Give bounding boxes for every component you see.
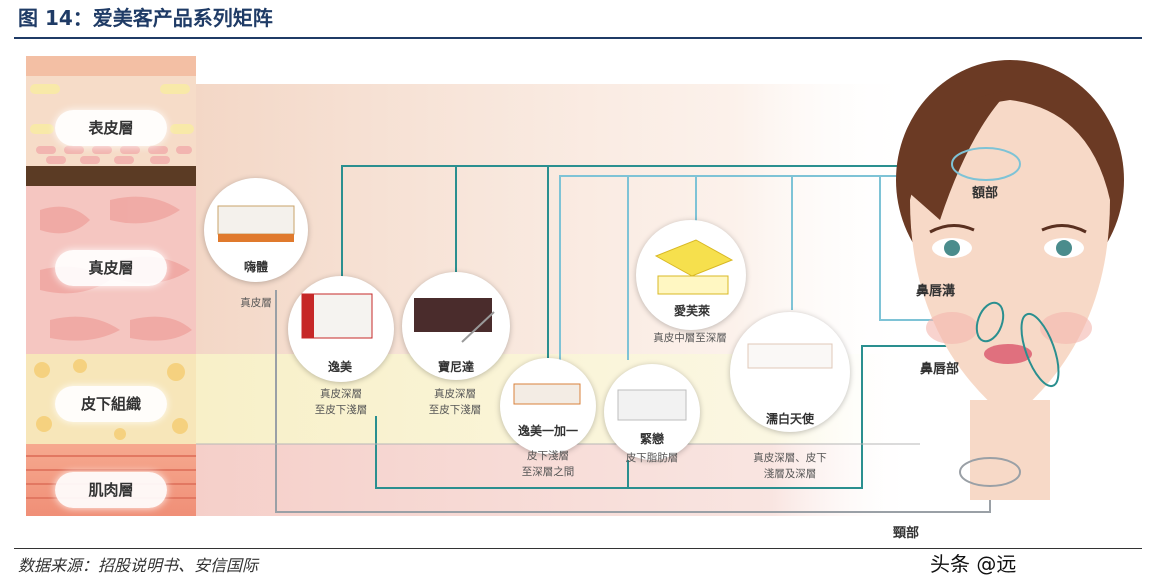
product-box-icon [414,298,495,343]
product-circle-yimei-plus [500,358,596,454]
product-circle-haiti [204,178,308,282]
product-name-haiti: 嗨體 [243,260,268,274]
source-rule [14,548,1142,549]
product-name-yimei: 逸美 [327,360,352,374]
product-circle-yimei [288,276,394,382]
layer-label-subcutaneous: 皮下組織 [55,386,167,422]
layer-label-epidermis: 表皮層 [55,110,167,146]
figure-title: 图 14：爱美客产品系列矩阵 [18,6,273,30]
product-box-icon [513,383,581,405]
product-circle-rubai-angel [730,312,850,432]
face-label-forehead: 額部 [972,186,999,201]
product-name-jinlian: 緊戀 [639,432,664,446]
product-desc-baonida: 真皮深層 至皮下淺層 [428,388,482,416]
product-circle-jinlian [604,364,700,460]
watermark-text: 头条 @远 [930,552,1017,576]
product-name-yimei-plus: 逸美一加一 [517,424,578,438]
product-desc-jinlian: 皮下脂肪層 [625,452,679,464]
product-box-icon [217,205,295,242]
product-name-baonida: 寶尼達 [437,360,474,374]
product-name-aifulai: 愛芙萊 [673,304,710,318]
product-desc-haiti: 真皮層 [240,297,272,309]
face-label-nasolabial-area: 鼻唇部 [920,362,960,377]
product-desc-rubai-angel: 真皮深層、皮下 淺層及深層 [753,452,827,480]
product-circle-aifulai [636,220,746,330]
product-desc-yimei: 真皮深層 至皮下淺層 [314,388,368,416]
product-box-icon [747,343,833,369]
product-box-icon [654,239,734,295]
face-illustration [896,60,1124,500]
product-name-rubai-angel: 濡白天使 [765,412,814,426]
product-desc-yimei-plus: 皮下淺層 至深層之間 [521,450,575,478]
face-label-neck: 頸部 [893,526,920,541]
source-note: 数据来源：招股说明书、安信国际 [18,556,259,575]
title-rule [14,37,1142,39]
product-circle-baonida [402,272,510,380]
product-box-icon [617,389,687,421]
layer-label-muscle: 肌肉層 [55,472,167,508]
product-desc-aifulai: 真皮中層至深層 [653,332,727,344]
diagram: 表皮層 真皮層 皮下組織 肌肉層 嗨體 真皮層 逸美 真皮深層 至皮下淺層 寶尼… [0,40,1160,541]
layer-label-dermis: 真皮層 [55,250,167,286]
product-box-icon [301,293,373,339]
face-label-nasolabial-fold: 鼻唇溝 [916,284,956,299]
